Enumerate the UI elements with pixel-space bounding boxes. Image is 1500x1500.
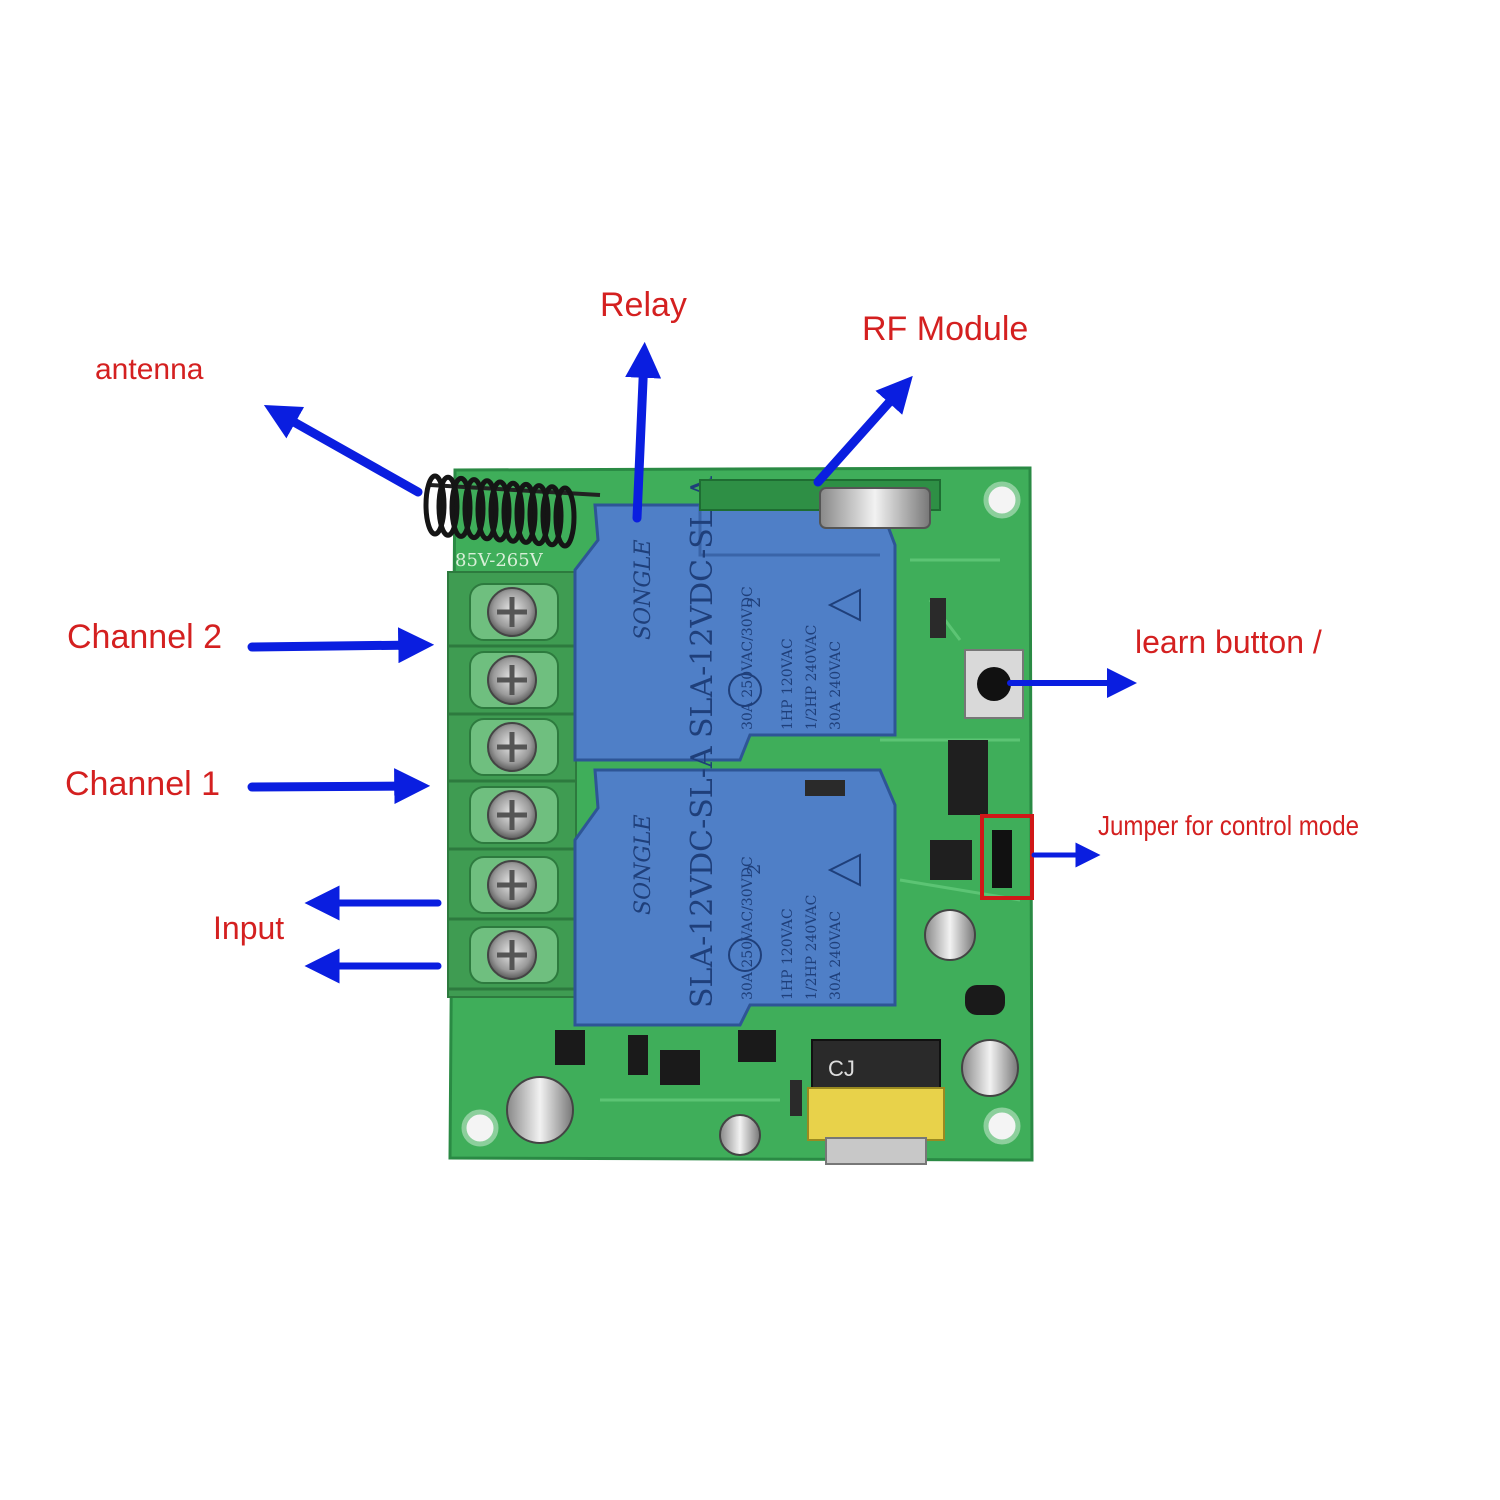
arrow-icon	[263, 405, 423, 497]
label-jumper: Jumper for control mode	[1098, 810, 1359, 841]
callout-arrows	[247, 341, 1137, 984]
screw-slot-mark	[497, 940, 527, 970]
antenna-coil-loop	[514, 481, 538, 545]
antenna-coil-loop	[462, 477, 486, 541]
capacitor	[961, 1039, 1019, 1097]
arrow-icon	[625, 341, 662, 523]
rf-module	[699, 479, 941, 529]
transistor	[965, 985, 1005, 1015]
screw-slot-mark	[497, 665, 527, 695]
components-right	[506, 598, 1034, 1156]
antenna-coil-loop	[527, 483, 551, 547]
diode	[930, 598, 946, 638]
mounting-hole	[983, 481, 1021, 519]
antenna-coil-loop	[488, 479, 512, 543]
relay-rating-text: 1/2HP 240VAC	[804, 625, 820, 730]
relay-rating-text: 1HP 120VAC	[780, 638, 796, 730]
relay-model-text: SLA-12VDC-SL-A	[685, 476, 720, 738]
label-channel-2: Channel 2	[67, 618, 223, 656]
ic-chip	[660, 1050, 700, 1085]
screw-slot-mark	[497, 732, 527, 762]
screw-slot-mark	[497, 870, 527, 900]
ic-chip	[555, 1030, 585, 1065]
crystal-oscillator	[819, 487, 931, 529]
label-antenna: antenna	[95, 353, 204, 386]
arrow-icon	[247, 768, 431, 805]
ic-chip	[930, 840, 972, 880]
ic-chip	[948, 740, 988, 815]
transformer-label: CJ	[828, 1056, 855, 1081]
learn-button-cap	[977, 667, 1011, 701]
screw-slot-mark	[497, 800, 527, 830]
relay-top-markings: SLA-12VDC-SL-A SONGLE 30A 250VAC/30VDC 1…	[631, 476, 861, 738]
label-input: Input	[213, 910, 285, 946]
antenna-coil-icon	[423, 473, 601, 549]
arrow-icon	[813, 375, 913, 487]
relay-bottom	[573, 768, 897, 1027]
label-channel-1: Channel 1	[65, 765, 221, 803]
label-rf-module: RF Module	[862, 310, 1029, 348]
relay-cqc-mark	[728, 673, 762, 707]
arrow-icon	[247, 627, 435, 664]
diode	[790, 1080, 802, 1116]
relay-rating-text: 30A 250VAC/30VDC	[740, 586, 756, 730]
capacitor	[719, 1114, 761, 1156]
relay-model-text: SLA-12VDC-SL-A	[685, 746, 720, 1008]
relay-cqc-mark	[728, 938, 762, 972]
relay-num-text: 2	[744, 597, 765, 608]
screw-slot-mark	[497, 597, 527, 627]
relay-rating-text: 30A 250VAC/30VDC	[740, 856, 756, 1000]
relay-rating-text: 1/2HP 240VAC	[804, 895, 820, 1000]
relay-brand-text: SONGLE	[631, 539, 656, 640]
antenna-coil-loop	[449, 475, 473, 539]
antenna-coil-loop	[553, 485, 577, 549]
relay-rating-text: 30A 240VAC	[828, 911, 844, 1000]
ic-chip	[738, 1030, 776, 1062]
antenna-coil-loop	[540, 484, 564, 548]
jumper-highlight-box	[980, 814, 1034, 900]
relay-brand-text: SONGLE	[631, 814, 656, 915]
label-learn-button: learn button /	[1135, 624, 1322, 660]
diode	[805, 780, 845, 796]
mounting-hole	[461, 1109, 499, 1147]
capacitor	[924, 909, 976, 961]
antenna-coil-loop	[501, 480, 525, 544]
relay-warning-mark	[827, 853, 861, 887]
relay-rating-text: 30A 240VAC	[828, 641, 844, 730]
label-relay: Relay	[600, 286, 687, 324]
antenna-coil-loop	[475, 478, 499, 542]
relay-rating-text: 1HP 120VAC	[780, 908, 796, 1000]
voltage-silkscreen: 85V-265V	[455, 550, 544, 571]
capacitor	[506, 1076, 574, 1144]
antenna-coil-loop	[423, 473, 447, 537]
jumper-header	[992, 830, 1012, 888]
mounting-hole	[983, 1107, 1021, 1145]
antenna-coil-loop	[436, 474, 460, 538]
relay-bottom-markings: SLA-12VDC-SL-A SONGLE 30A 250VAC/30VDC 1…	[631, 746, 861, 1008]
relay-warning-mark	[827, 588, 861, 622]
relay-top	[573, 503, 897, 762]
transformer: CJ	[807, 1039, 945, 1165]
ic-chip	[628, 1035, 648, 1075]
relay-num-text: 2	[744, 864, 765, 875]
terminal-block	[447, 571, 577, 998]
